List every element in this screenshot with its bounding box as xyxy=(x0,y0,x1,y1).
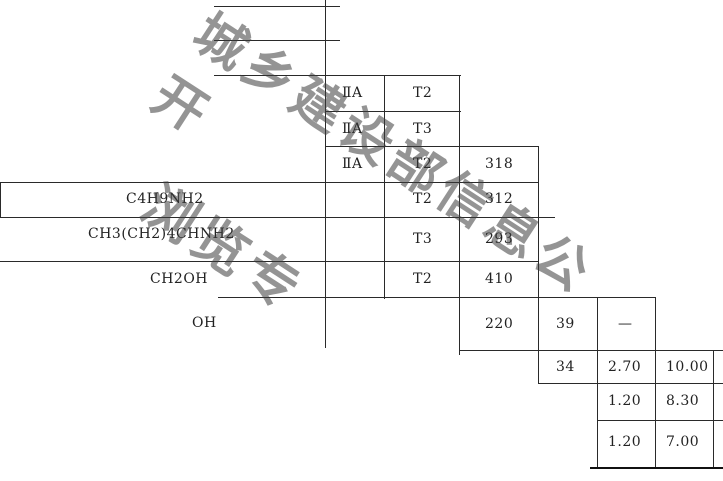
formula-cell: OH xyxy=(192,315,217,331)
formula-cell: CH2OH xyxy=(150,271,209,287)
watermark-line-2: 浏览专 xyxy=(130,172,316,324)
ignition-temp-cell: 410 xyxy=(485,271,514,287)
ignition-temp-cell: 312 xyxy=(485,191,514,207)
lower-limit-cell: 1.20 xyxy=(608,434,642,450)
rule xyxy=(459,75,460,355)
rule xyxy=(0,182,1,217)
lower-limit-cell: 2.70 xyxy=(608,359,642,375)
ignition-temp-cell: 293 xyxy=(485,231,514,247)
group-cell: ⅡA xyxy=(342,121,363,137)
upper-limit-cell: 10.00 xyxy=(666,359,709,375)
upper-limit-cell: 7.00 xyxy=(666,434,700,450)
rule xyxy=(459,350,723,351)
temp-class-cell: T2 xyxy=(413,156,433,172)
rule xyxy=(0,217,555,218)
rule xyxy=(598,420,723,421)
rule xyxy=(655,297,656,467)
temp-class-cell: T2 xyxy=(413,191,433,207)
bottom-rule xyxy=(590,467,723,469)
group-cell: ⅡA xyxy=(342,156,363,172)
rule xyxy=(325,0,326,348)
lower-limit-cell: — xyxy=(618,316,633,332)
rule xyxy=(218,297,655,298)
rule xyxy=(538,383,723,384)
upper-limit-cell: 8.30 xyxy=(666,393,700,409)
temp-class-cell: T3 xyxy=(413,121,433,137)
flash-point-cell: 34 xyxy=(556,359,575,375)
rule xyxy=(214,6,340,7)
rule xyxy=(597,297,598,467)
rule xyxy=(214,40,340,41)
formula-cell: C4H9NH2 xyxy=(126,191,204,207)
ignition-temp-cell: 318 xyxy=(485,156,514,172)
rule xyxy=(384,75,385,299)
flash-point-cell: 39 xyxy=(556,316,575,332)
watermark-line-1: 城乡建设部信息公开 xyxy=(141,2,605,306)
ignition-temp-cell: 220 xyxy=(485,316,514,332)
rule xyxy=(325,111,461,112)
temp-class-cell: T2 xyxy=(413,271,433,287)
formula-cell: CH3(CH2)4CHNH2 xyxy=(88,226,235,242)
rule xyxy=(325,146,539,147)
rule xyxy=(0,261,539,262)
temp-class-cell: T2 xyxy=(413,85,433,101)
rule xyxy=(214,75,461,76)
rule xyxy=(713,350,714,467)
group-cell: ⅡA xyxy=(342,85,363,101)
rule xyxy=(0,182,539,183)
temp-class-cell: T3 xyxy=(413,231,433,247)
rule xyxy=(538,146,539,384)
lower-limit-cell: 1.20 xyxy=(608,393,642,409)
